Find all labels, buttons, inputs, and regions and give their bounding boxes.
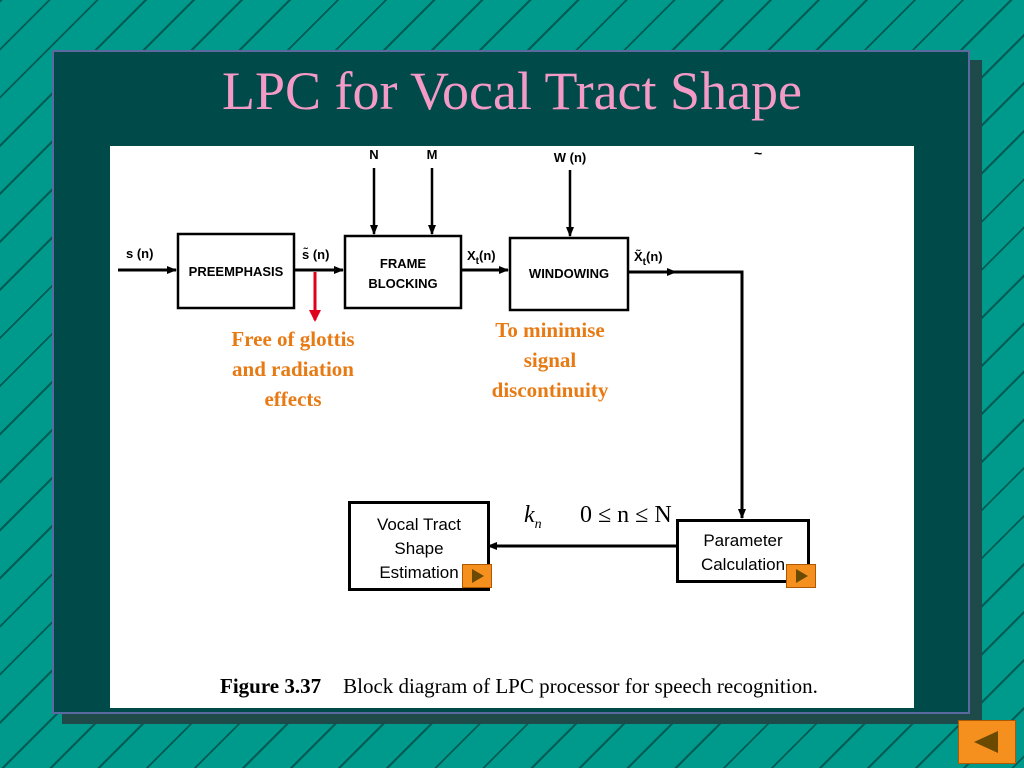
preemphasis-block <box>176 232 296 310</box>
frame-blocking-block <box>343 234 463 310</box>
vocal-tract-box: Vocal Tract Shape Estimation <box>348 501 490 591</box>
figure-area: s (n) PREEMPHASIS s̃ (n) FRAME BLOCKING … <box>110 146 914 708</box>
play-icon <box>472 569 484 583</box>
corner-mark: ~ <box>754 146 762 161</box>
param-m-label: M <box>427 147 438 162</box>
windowing-note: To minimise signal discontinuity <box>491 318 609 402</box>
back-button[interactable] <box>958 720 1016 764</box>
caption-text: Block diagram of LPC processor for speec… <box>343 674 818 698</box>
kn-symbol: kn <box>524 502 542 532</box>
range-symbol: 0 ≤ n ≤ N <box>580 502 672 528</box>
to-param-line <box>670 270 746 519</box>
frame-blocking-label-2: BLOCKING <box>368 276 437 291</box>
back-arrow-icon <box>974 731 998 753</box>
preemph-out-label: s̃ (n) <box>302 247 329 262</box>
frame-out-label: Xt(n) <box>467 248 496 267</box>
figure-caption: Figure 3.37 Block diagram of LPC processo… <box>220 674 818 699</box>
block-diagram: s (n) PREEMPHASIS s̃ (n) FRAME BLOCKING … <box>118 146 762 550</box>
windowing-block <box>508 236 630 312</box>
figure-number: Figure 3.37 <box>220 674 322 698</box>
windowing-label: WINDOWING <box>529 266 609 281</box>
input-label: s (n) <box>126 246 153 261</box>
parameter-play-button[interactable] <box>786 564 816 588</box>
vocal-tract-play-button[interactable] <box>462 564 492 588</box>
glottis-note: Free of glottis and radiation effects <box>231 327 355 411</box>
param-w-label: W (n) <box>554 150 586 165</box>
window-out-label: X̃t(n) <box>634 249 663 268</box>
play-icon <box>796 569 808 583</box>
param-n-label: N <box>369 147 378 162</box>
frame-blocking-label-1: FRAME <box>380 256 427 271</box>
preemphasis-label: PREEMPHASIS <box>189 264 284 279</box>
slide-title: LPC for Vocal Tract Shape <box>222 61 802 121</box>
